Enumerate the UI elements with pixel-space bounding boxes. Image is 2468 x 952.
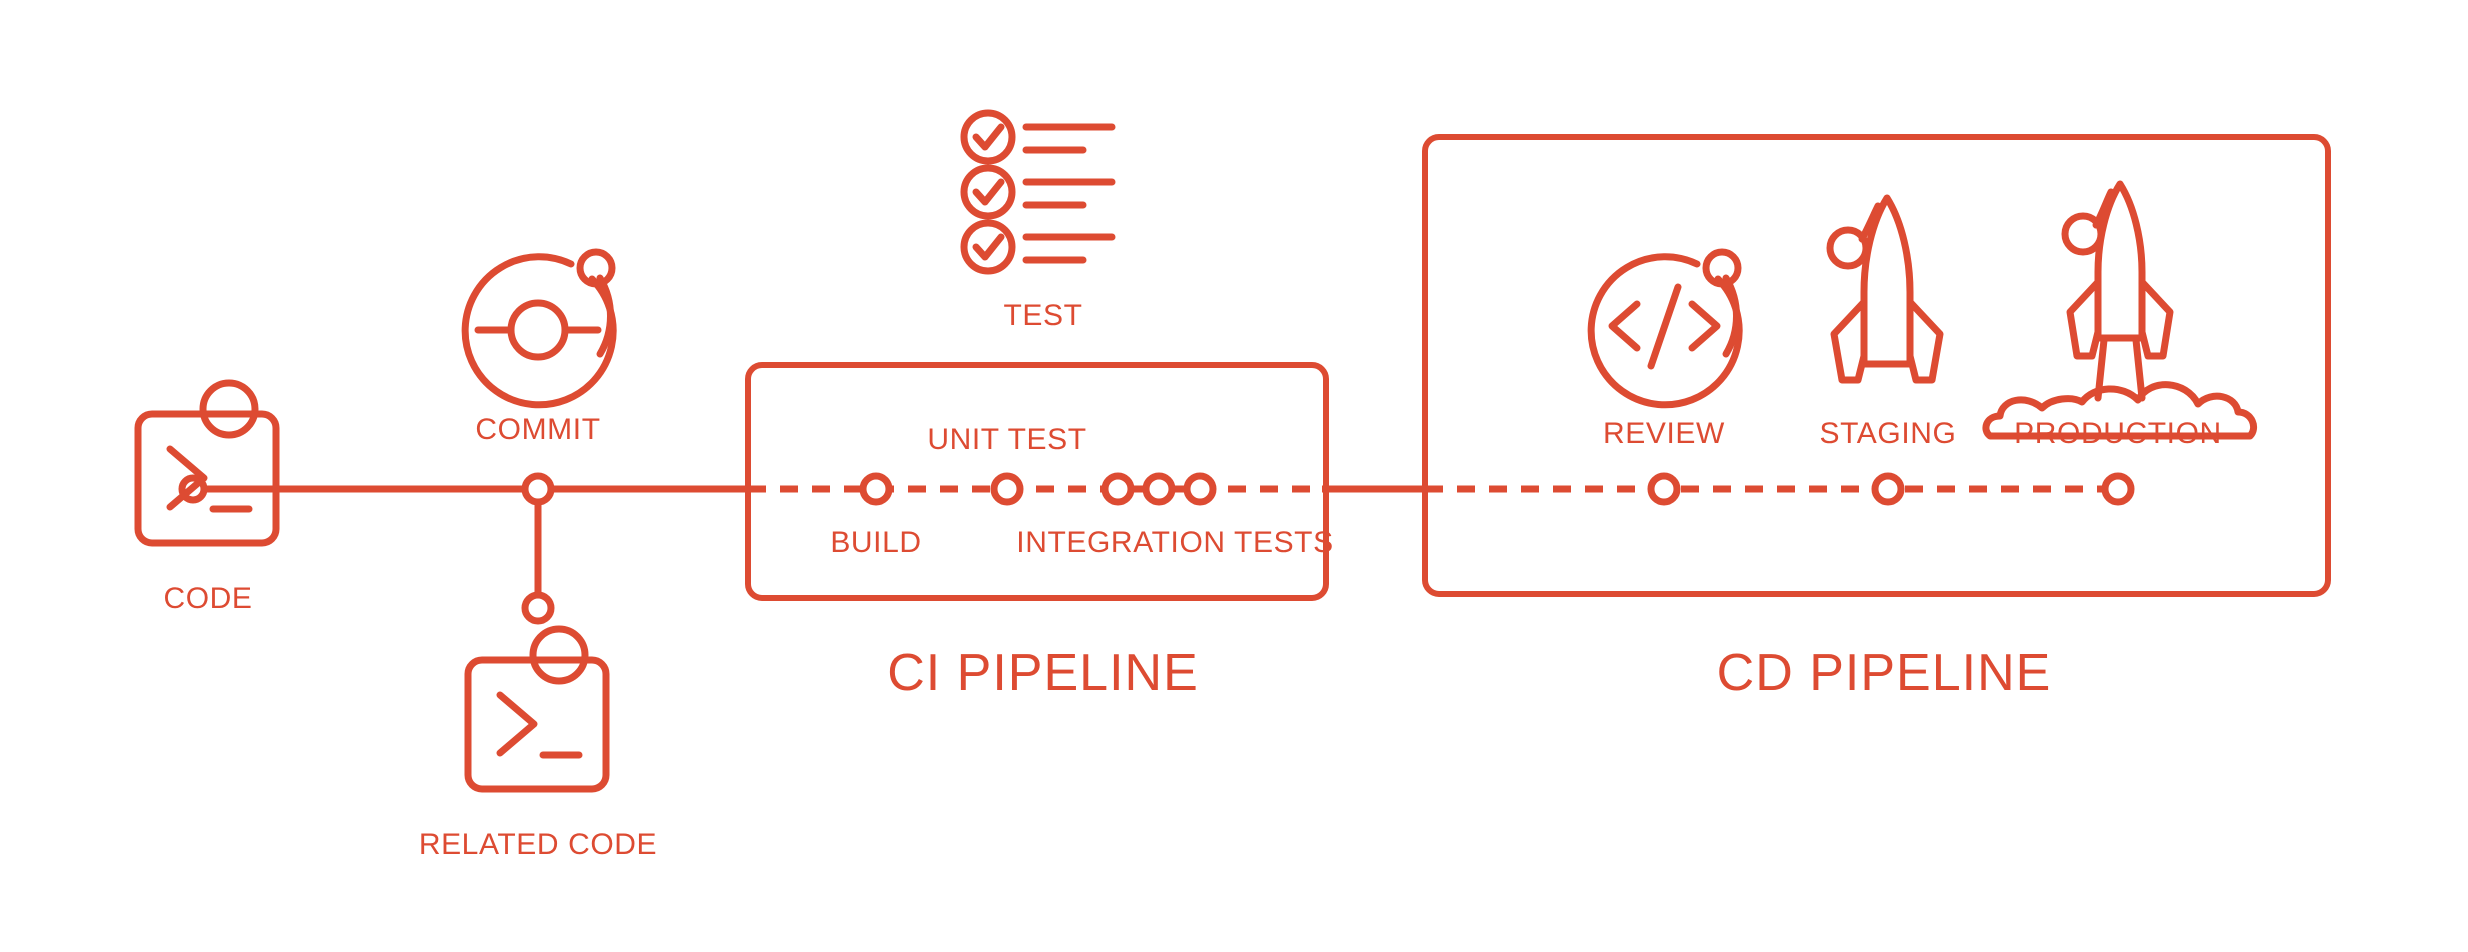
track-node-review[interactable]	[1647, 472, 1681, 506]
build-label: BUILD	[830, 526, 921, 559]
track-node-staging[interactable]	[1871, 472, 1905, 506]
rocket-icon[interactable]	[1826, 194, 1944, 384]
track-node-commit[interactable]	[521, 472, 555, 506]
ci-pipeline-panel	[745, 362, 1329, 601]
cd-pipeline-panel	[1422, 134, 2331, 597]
track-node-integration-test-2[interactable]	[1142, 472, 1176, 506]
cd-pipeline-title: CD PIPELINE	[1717, 644, 2052, 702]
checklist-icon[interactable]	[960, 109, 1116, 275]
test-label: TEST	[1003, 299, 1082, 332]
commit-label: COMMIT	[475, 413, 600, 446]
review-label: REVIEW	[1603, 417, 1725, 450]
related-code-label: RELATED CODE	[419, 828, 657, 861]
track-node-build[interactable]	[859, 472, 893, 506]
production-label: PRODUCTION	[2014, 417, 2222, 450]
track-node-unit-test[interactable]	[990, 472, 1024, 506]
commit-orbit-icon[interactable]	[461, 248, 617, 409]
rocket-launch-icon[interactable]	[1982, 180, 2257, 440]
code-label: CODE	[163, 582, 252, 615]
code-terminal-icon[interactable]	[134, 379, 280, 547]
code-review-orbit-icon[interactable]	[1587, 248, 1743, 409]
track-node-production[interactable]	[2101, 472, 2135, 506]
ci-pipeline-title: CI PIPELINE	[887, 644, 1199, 702]
integration-tests-label: INTEGRATION TESTS	[1016, 526, 1333, 559]
track-node-integration-test-3[interactable]	[1183, 472, 1217, 506]
staging-label: STAGING	[1820, 417, 1957, 450]
related-code-terminal-icon[interactable]	[464, 625, 610, 793]
track-node-integration-test-1[interactable]	[1101, 472, 1135, 506]
track-node-related-code[interactable]	[521, 591, 555, 625]
unit-test-label: UNIT TEST	[927, 423, 1086, 456]
